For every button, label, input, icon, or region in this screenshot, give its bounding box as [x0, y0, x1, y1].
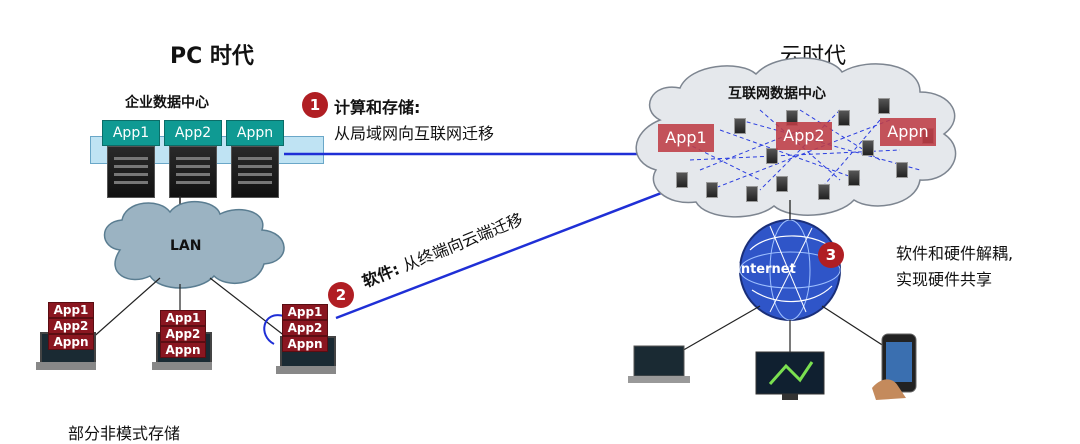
step-1-badge: 1 — [302, 92, 328, 118]
step-1-title: 计算和存储: — [334, 98, 421, 117]
enterprise-datacenter-label: 企业数据中心 — [125, 95, 209, 111]
internet-datacenter-label: 互联网数据中心 — [728, 86, 826, 102]
lan-cloud — [103, 200, 285, 289]
cloud-server-icon — [746, 186, 758, 202]
server-app1-tag: App1 — [102, 120, 160, 146]
cloud-server-icon — [734, 118, 746, 134]
footer-caption: 部分非模式存储 — [68, 424, 181, 443]
step-3-line2: 实现硬件共享 — [896, 270, 993, 289]
laptop-2-appn: Appn — [160, 342, 206, 358]
phone-icon — [872, 333, 917, 400]
internet-label: Internet — [736, 262, 796, 277]
laptop-3-appn: Appn — [282, 336, 328, 352]
laptop-1-appn: Appn — [48, 334, 94, 350]
lan-link-laptop1 — [89, 277, 161, 341]
laptop-loop-link — [263, 314, 285, 345]
laptop-2-app2: App2 — [160, 326, 206, 342]
cloud-app1-tag: App1 — [658, 124, 714, 152]
cloud-appn-tag: Appn — [880, 118, 936, 146]
migration-line-2 — [335, 180, 691, 320]
cloud-server-icon — [766, 148, 778, 164]
laptop-3-app1: App1 — [282, 304, 328, 320]
cloud-app2-tag: App2 — [776, 122, 832, 150]
globe-phone-link — [821, 305, 891, 351]
cloud-server-icon — [896, 162, 908, 178]
cloud-server-icon — [776, 176, 788, 192]
cloud-server-icon — [818, 184, 830, 200]
server-icon — [231, 146, 279, 198]
step-3-line1: 软件和硬件解耦, — [896, 244, 1014, 263]
server-icon — [107, 146, 155, 198]
laptop-2-app1: App1 — [160, 310, 206, 326]
server-app2-tag: App2 — [164, 120, 222, 146]
server-appn-tag: Appn — [226, 120, 284, 146]
step-3-badge: 3 — [818, 242, 844, 268]
laptop-1-app2: App2 — [48, 318, 94, 334]
cloud-server-icon — [838, 110, 850, 126]
cloud-server-icon — [706, 182, 718, 198]
server-icon — [169, 146, 217, 198]
cloud-server-icon — [676, 172, 688, 188]
right-laptop-icon — [628, 345, 690, 383]
cloud-server-icon — [848, 170, 860, 186]
lan-label: LAN — [170, 238, 202, 254]
step-1-text: 从局域网向互联网迁移 — [334, 124, 495, 143]
step-2-badge: 2 — [328, 282, 354, 308]
laptop-3-app2: App2 — [282, 320, 328, 336]
tv-icon — [755, 351, 825, 400]
cloud-server-icon — [862, 140, 874, 156]
globe-laptop-link — [679, 305, 761, 353]
laptop-1-app1: App1 — [48, 302, 94, 318]
cloud-server-icon — [878, 98, 890, 114]
lan-link-laptop3 — [209, 277, 291, 341]
pc-era-title: PC 时代 — [170, 44, 254, 69]
